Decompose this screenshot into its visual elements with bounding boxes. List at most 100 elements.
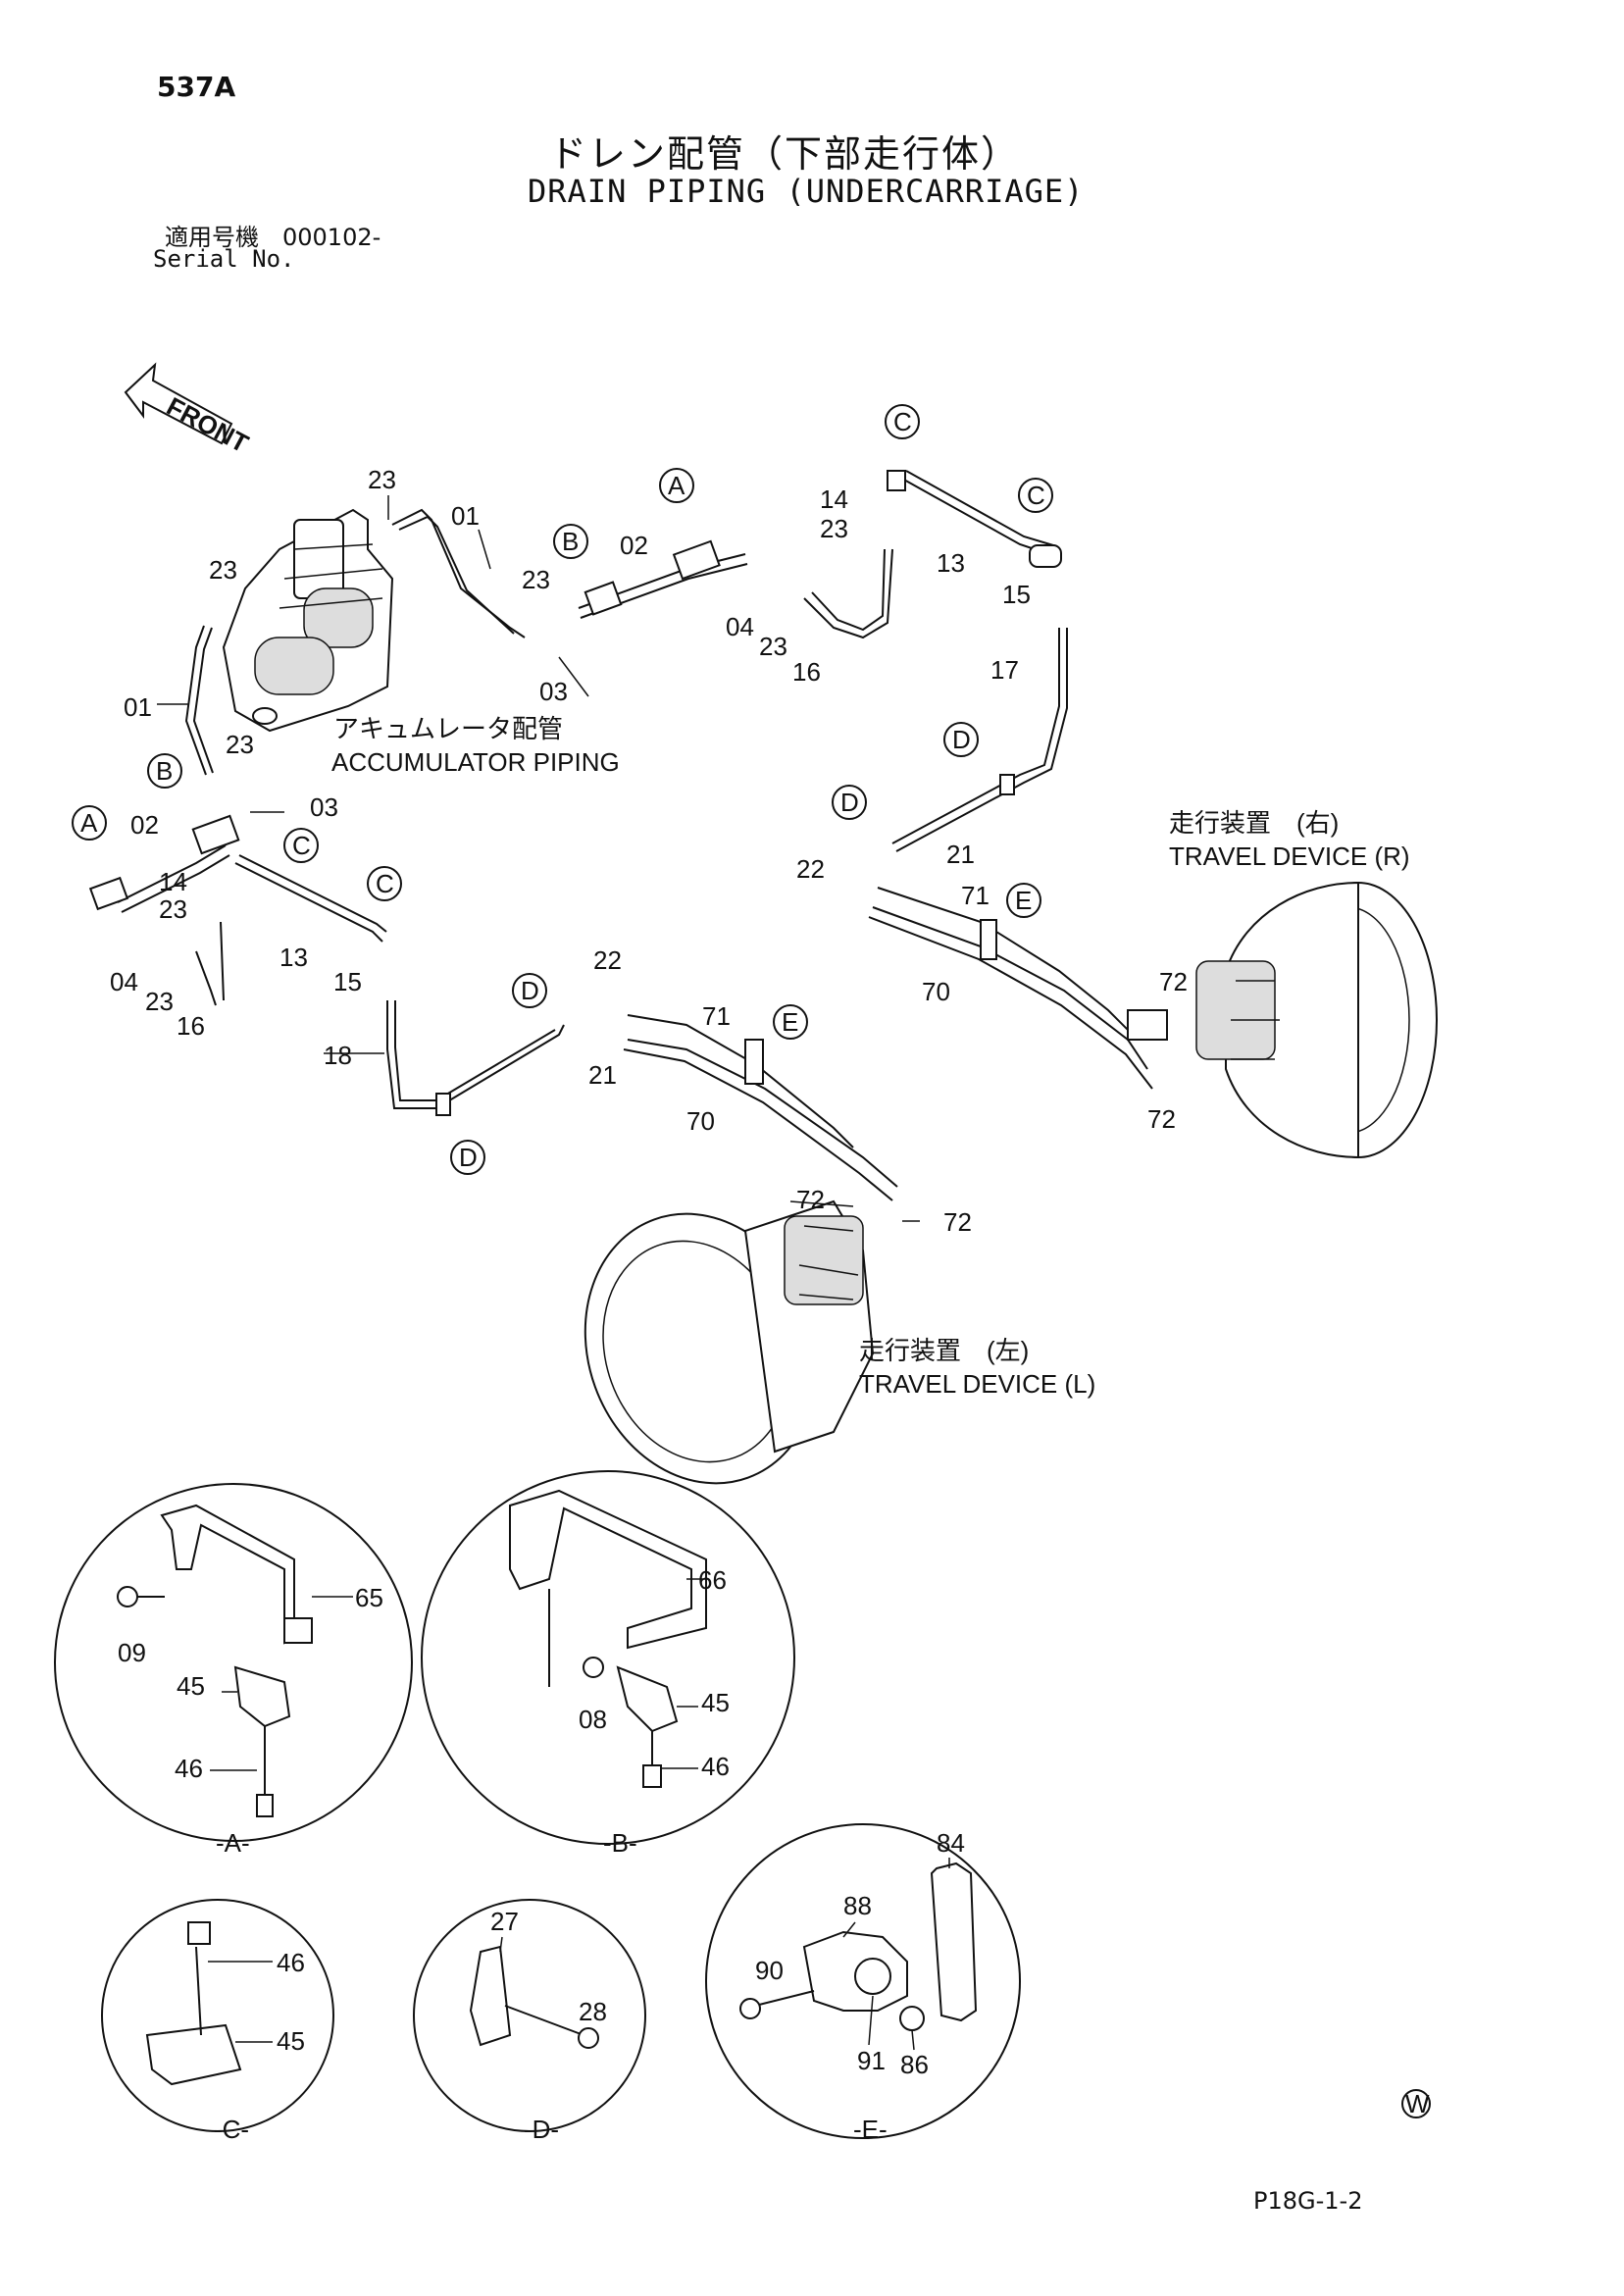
part-23: 23 (820, 514, 848, 543)
detail-a: 09 45 65 46 -A- (54, 1483, 413, 1858)
part-16: 16 (792, 657, 821, 687)
svg-text:D: D (840, 788, 859, 817)
part-21: 21 (946, 840, 975, 869)
part-27: 27 (490, 1907, 519, 1936)
front-label: FRONT (162, 391, 253, 459)
part-23: 23 (226, 730, 254, 759)
part-90: 90 (755, 1956, 784, 1985)
part-46: 46 (701, 1752, 730, 1781)
part-23: 23 (159, 894, 187, 924)
travel-device-left (584, 1199, 875, 1485)
ref-bubble-b: B (553, 524, 588, 559)
part-14: 14 (159, 867, 187, 896)
serial-label-japanese: 適用号機 000102- (165, 224, 381, 251)
travel-l-label-en: TRAVEL DEVICE (L) (859, 1369, 1095, 1399)
part-70: 70 (686, 1106, 715, 1136)
part-09: 09 (118, 1638, 146, 1667)
travel-device-right (1127, 881, 1438, 1159)
ref-bubble-a: A (659, 468, 694, 503)
ref-bubble-d: D (832, 785, 867, 820)
svg-text:B: B (156, 756, 173, 786)
svg-text:C: C (1027, 481, 1045, 510)
part-23: 23 (759, 632, 787, 661)
svg-text:C: C (292, 831, 311, 860)
part-70: 70 (922, 977, 950, 1006)
part-15: 15 (333, 967, 362, 996)
part-01: 01 (124, 692, 152, 722)
part-71: 71 (702, 1001, 731, 1031)
svg-text:D: D (459, 1143, 478, 1172)
svg-text:E: E (1015, 886, 1032, 915)
ref-bubble-c: C (367, 866, 402, 901)
part-66: 66 (698, 1565, 727, 1595)
serial-label-english: Serial No. (153, 245, 295, 273)
part-86: 86 (900, 2050, 929, 2079)
part-46: 46 (175, 1754, 203, 1783)
revision-mark-icon: W (1401, 2089, 1431, 2118)
detail-d-label: -D- (524, 2115, 559, 2144)
part-22: 22 (796, 854, 825, 884)
ref-bubble-d: D (943, 722, 979, 757)
ref-bubble-c: C (1018, 478, 1053, 513)
svg-text:E: E (782, 1007, 798, 1037)
part-23: 23 (522, 565, 550, 594)
part-14: 14 (820, 485, 848, 514)
front-arrow-icon: FRONT (124, 362, 253, 459)
part-22: 22 (593, 945, 622, 975)
page-code: 537A (157, 71, 236, 103)
part-03: 03 (539, 677, 568, 706)
part-65: 65 (355, 1583, 383, 1612)
detail-c-label: -C- (214, 2115, 249, 2144)
part-23: 23 (145, 987, 174, 1016)
ref-bubble-c: C (885, 404, 920, 439)
part-18: 18 (324, 1041, 352, 1070)
part-04: 04 (110, 967, 138, 996)
part-28: 28 (579, 1997, 607, 2026)
part-13: 13 (937, 548, 965, 578)
part-23: 23 (209, 555, 237, 585)
part-45: 45 (277, 2026, 305, 2056)
part-72: 72 (1147, 1104, 1176, 1134)
part-16: 16 (177, 1011, 205, 1041)
part-23: 23 (368, 465, 396, 494)
accumulator-label-jp: アキュムレータ配管 (333, 714, 563, 743)
part-72: 72 (943, 1207, 972, 1237)
part-71: 71 (961, 881, 990, 910)
ref-bubble-d: D (512, 973, 547, 1008)
part-01: 01 (451, 501, 480, 531)
svg-text:A: A (668, 471, 685, 500)
accumulator-label-en: ACCUMULATOR PIPING (331, 747, 620, 777)
ref-bubble-a: A (72, 805, 107, 841)
part-08: 08 (579, 1705, 607, 1734)
ref-bubble-c: C (283, 828, 319, 863)
detail-e: 84 88 90 91 86 -E- (705, 1823, 1021, 2144)
ref-bubble-b: B (147, 753, 182, 789)
ref-bubble-e: E (773, 1004, 808, 1040)
part-02: 02 (130, 810, 159, 840)
title-english: DRAIN PIPING (UNDERCARRIAGE) (528, 173, 1085, 210)
part-17: 17 (990, 655, 1019, 685)
part-88: 88 (843, 1891, 872, 1920)
detail-c: 46 45 -C- (101, 1899, 334, 2144)
detail-b: 66 08 45 46 -B- (421, 1470, 795, 1858)
part-45: 45 (177, 1671, 205, 1701)
travel-l-label-jp: 走行装置 (左) (859, 1336, 1029, 1365)
svg-text:B: B (562, 527, 579, 556)
part-15: 15 (1002, 580, 1031, 609)
accumulator-assembly (222, 508, 394, 733)
part-02: 02 (620, 531, 648, 560)
detail-d: 27 28 -D- (413, 1899, 646, 2144)
svg-text:D: D (952, 725, 971, 754)
detail-b-label: -B- (603, 1828, 637, 1858)
travel-r-label-en: TRAVEL DEVICE (R) (1169, 842, 1410, 871)
ref-bubble-e: E (1006, 883, 1041, 918)
part-45: 45 (701, 1688, 730, 1717)
svg-text:D: D (521, 976, 539, 1005)
svg-text:C: C (376, 869, 394, 898)
part-46: 46 (277, 1948, 305, 1977)
svg-text:A: A (80, 808, 98, 838)
part-91: 91 (857, 2046, 886, 2075)
part-13: 13 (279, 943, 308, 972)
part-72: 72 (796, 1185, 825, 1214)
